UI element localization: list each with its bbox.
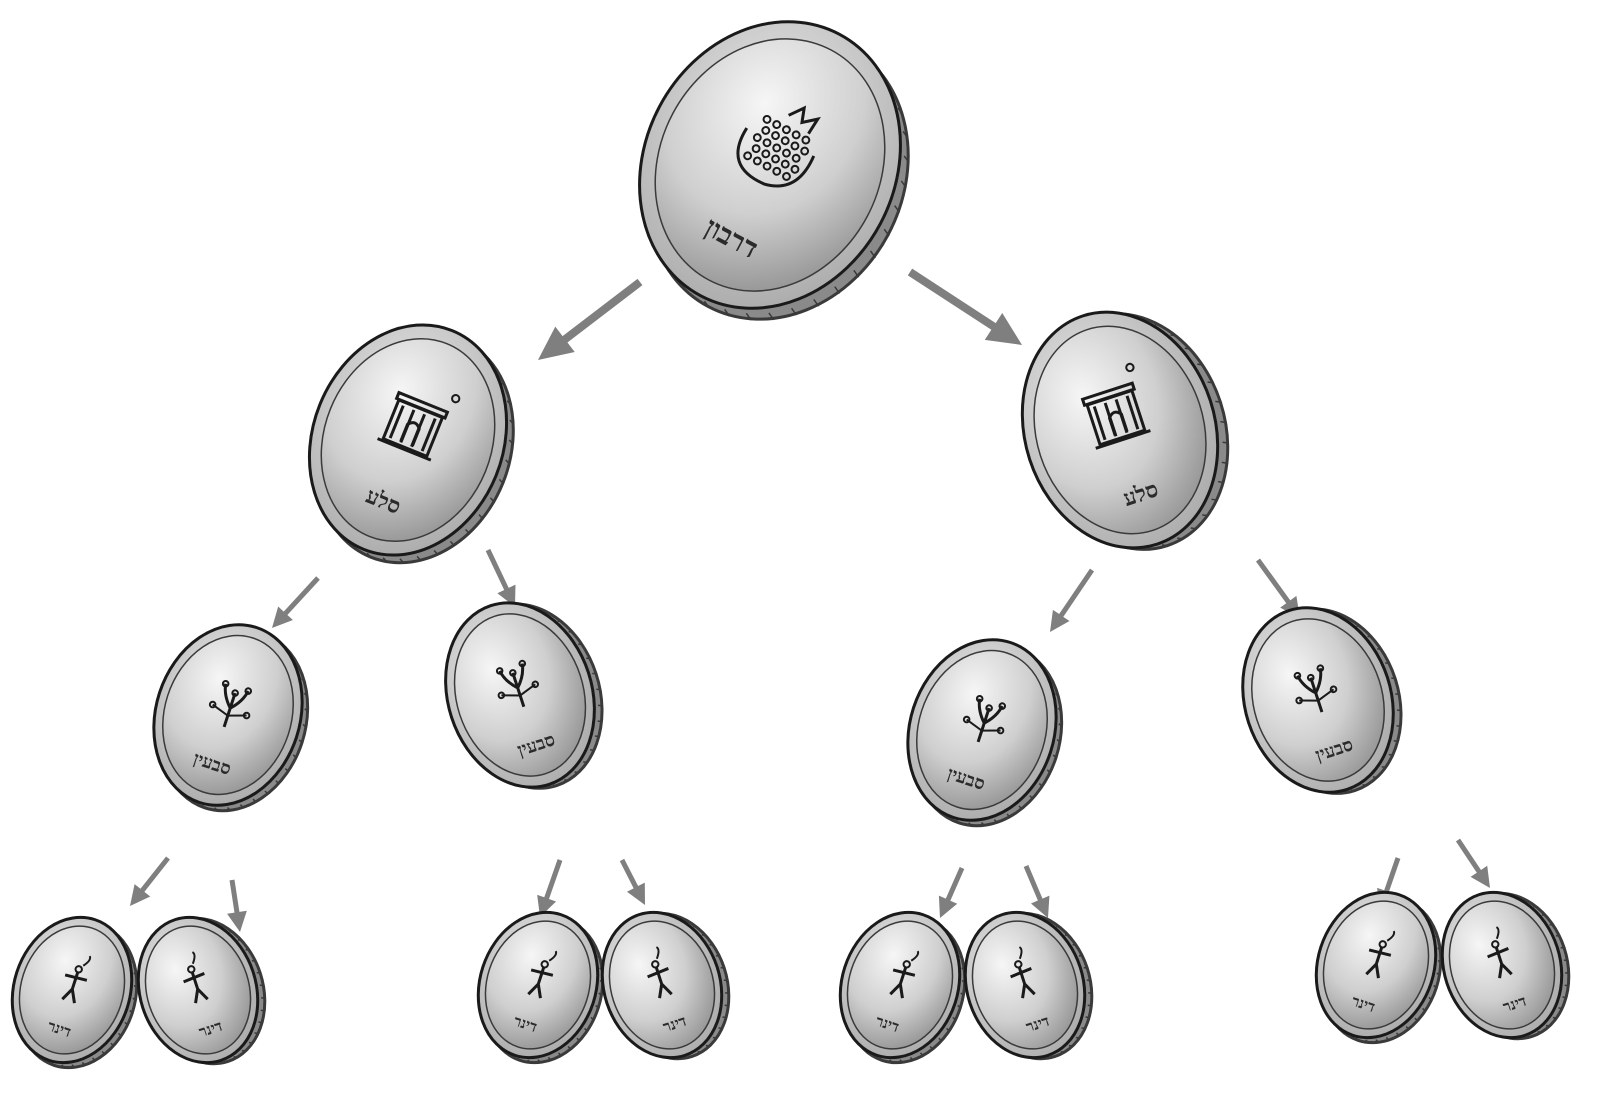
coin-level1-1: סלע	[307, 323, 515, 565]
figure-icon	[1487, 926, 1513, 979]
arrows-layer	[130, 268, 1490, 932]
figure-icon	[527, 950, 558, 999]
arrow-5	[1050, 568, 1095, 632]
temple-facade-icon	[376, 390, 461, 462]
arrow-2	[907, 268, 1022, 345]
figure-icon	[889, 950, 920, 999]
coin-level3-7: דינר	[1314, 890, 1443, 1045]
arrow-9	[537, 859, 563, 917]
coin-level3-6: דינר	[963, 910, 1094, 1061]
pomegranate-icon	[736, 105, 821, 188]
coin-level2-3: סבעין	[906, 638, 1064, 828]
branch-icon	[962, 694, 1007, 743]
coin-level3-4: דינר	[600, 910, 731, 1061]
coin-level0-1: דרבון	[638, 20, 910, 321]
coin-level2-1: סבעין	[152, 623, 310, 813]
coin-level3-2: דינר	[136, 915, 267, 1066]
branch-icon	[1293, 664, 1338, 713]
arrow-4	[485, 548, 516, 607]
coin-level2-4: סבעין	[1241, 606, 1403, 795]
coin-level3-1: דינר	[10, 915, 139, 1070]
coin-level3-8: דינר	[1440, 890, 1571, 1041]
arrow-6	[1255, 558, 1300, 618]
coin-level1-2: סלע	[1020, 310, 1230, 551]
figure-icon	[1365, 930, 1396, 979]
figure-icon	[183, 951, 209, 1004]
coin-level3-3: דינר	[476, 910, 605, 1065]
branch-icon	[495, 659, 540, 708]
coin-level3-5: דינר	[838, 910, 967, 1065]
figure-icon	[1010, 946, 1036, 999]
arrow-14	[1455, 838, 1490, 888]
temple-facade-icon	[1080, 362, 1151, 450]
coin-level2-2: סבעין	[444, 601, 604, 790]
arrow-1	[538, 278, 643, 360]
branch-icon	[208, 679, 253, 728]
arrow-12	[1023, 865, 1050, 918]
arrow-8	[227, 879, 247, 932]
arrow-10	[619, 858, 645, 905]
arrow-3	[272, 576, 320, 628]
arrow-11	[938, 866, 965, 918]
arrow-7	[130, 856, 170, 906]
figure-icon	[61, 955, 92, 1004]
figure-icon	[647, 946, 673, 999]
